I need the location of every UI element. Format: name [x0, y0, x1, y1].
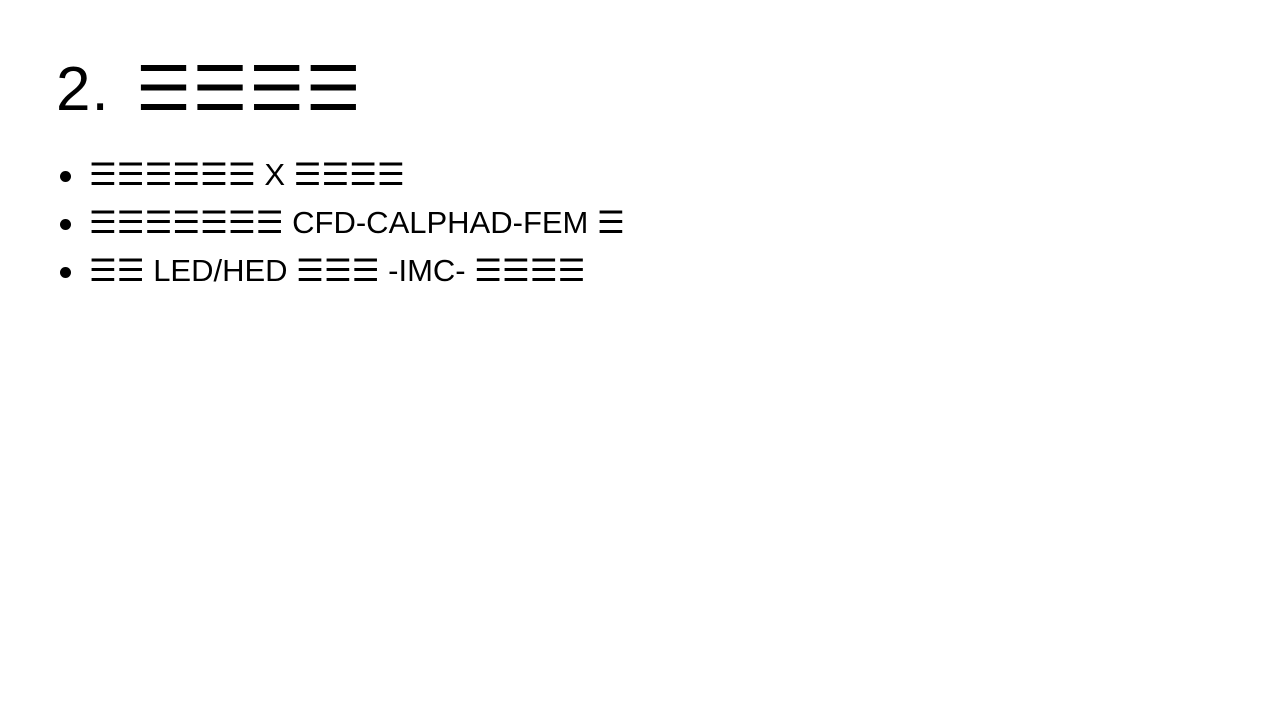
bullet-text: ☰☰☰☰☰☰ X ☰☰☰☰: [89, 157, 405, 192]
bullet-item: ☰☰☰☰☰☰☰ CFD-CALPHAD-FEM ☰: [58, 199, 625, 247]
slide-title-text: ☰☰☰☰: [135, 55, 363, 124]
slide-title: 2. ☰☰☰☰: [56, 52, 362, 128]
bullet-list: ☰☰☰☰☰☰ X ☰☰☰☰ ☰☰☰☰☰☰☰ CFD-CALPHAD-FEM ☰ …: [58, 151, 625, 295]
bullet-dot-icon: [60, 171, 71, 182]
bullet-dot-icon: [60, 219, 71, 230]
bullet-text: ☰☰☰☰☰☰☰ CFD-CALPHAD-FEM ☰: [89, 205, 625, 240]
slide-title-number: 2.: [56, 55, 110, 124]
bullet-dot-icon: [60, 267, 71, 278]
bullet-item: ☰☰ LED/HED ☰☰☰ -IMC- ☰☰☰☰: [58, 247, 625, 295]
bullet-text: ☰☰ LED/HED ☰☰☰ -IMC- ☰☰☰☰: [89, 253, 586, 288]
bullet-item: ☰☰☰☰☰☰ X ☰☰☰☰: [58, 151, 625, 199]
